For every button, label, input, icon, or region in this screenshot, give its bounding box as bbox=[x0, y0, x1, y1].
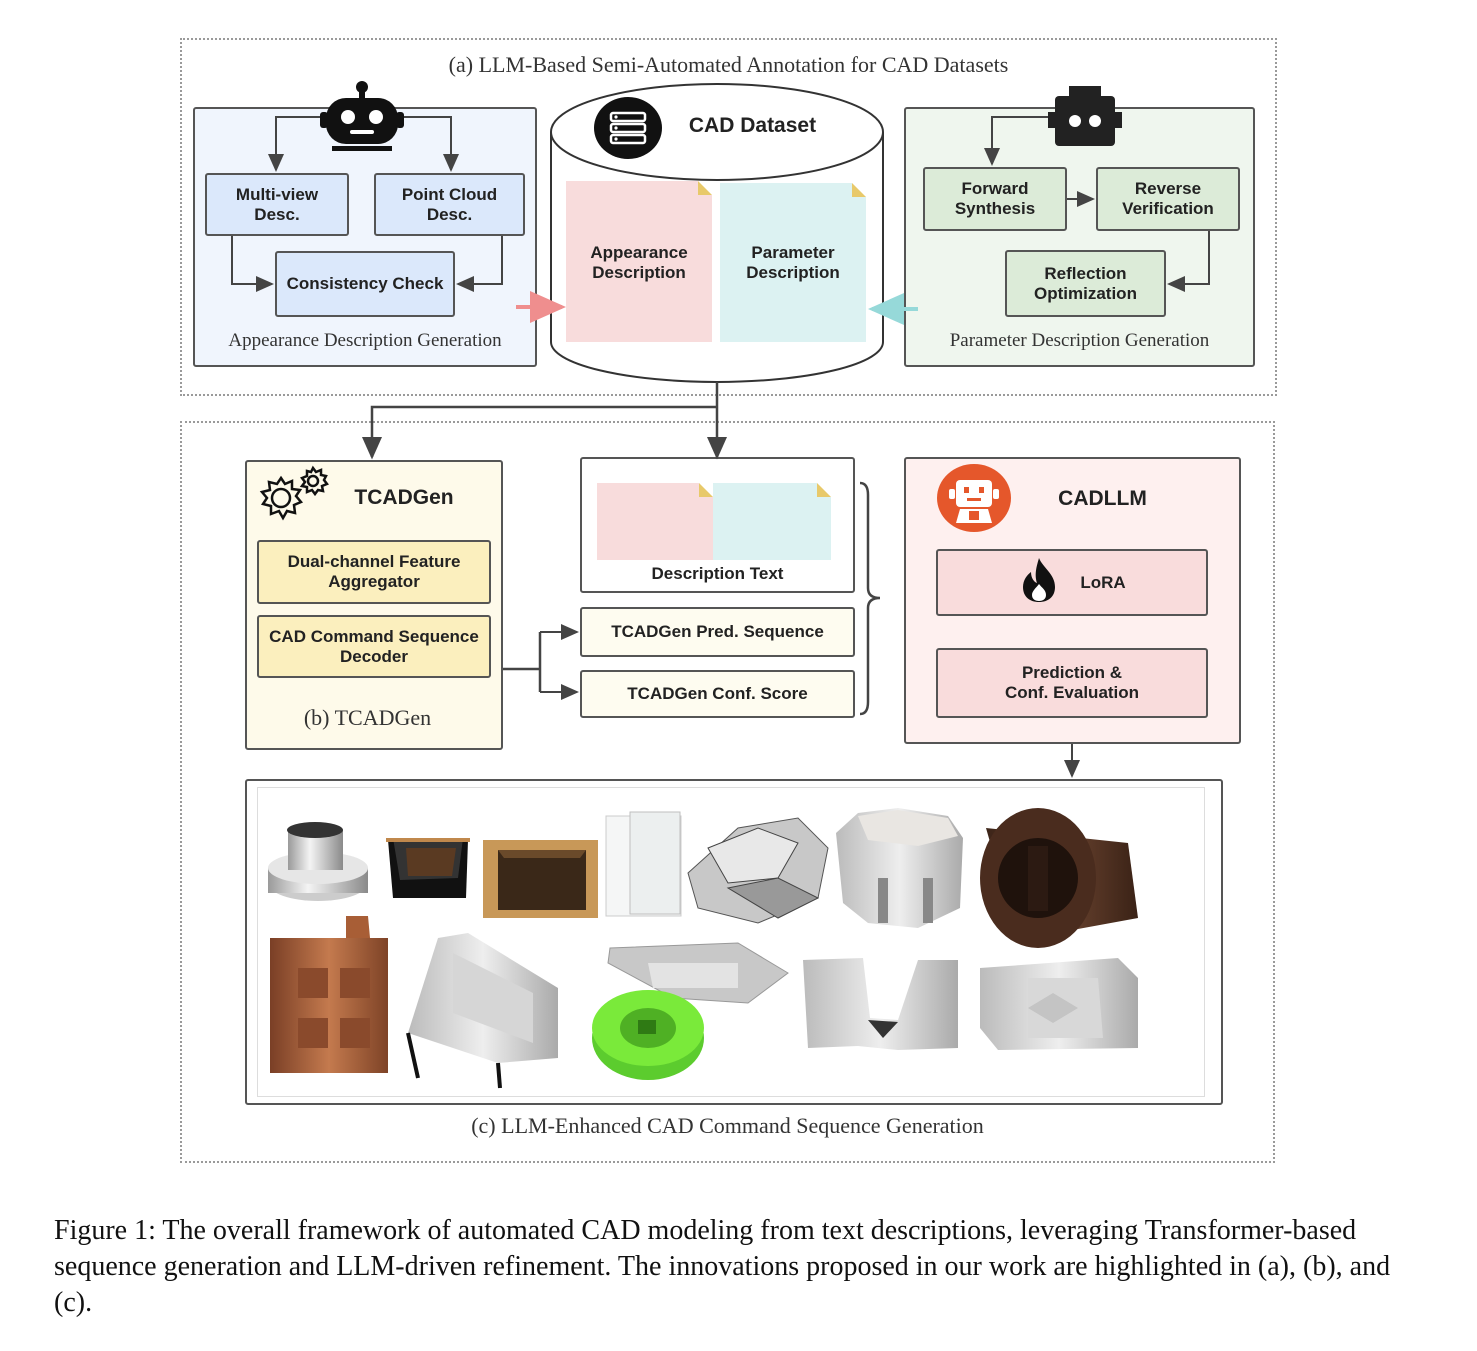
lora-label: LoRA bbox=[1080, 573, 1126, 592]
cad-model-black-box bbox=[386, 838, 470, 898]
cad-model-brown-drum bbox=[980, 808, 1138, 948]
cad-model-u-bracket bbox=[803, 958, 958, 1050]
forward-synthesis-box: Forward Synthesis bbox=[923, 167, 1067, 231]
panel-a-region bbox=[180, 38, 1277, 396]
cad-model-glass-bracket bbox=[605, 811, 682, 917]
gears-icon bbox=[255, 465, 331, 521]
cad-model-flat-plate bbox=[980, 958, 1138, 1050]
cad-model-cylinder-flange bbox=[268, 822, 368, 901]
cadllm-logo-icon bbox=[936, 463, 1012, 533]
parameter-document-label: Parameter Description bbox=[746, 243, 840, 282]
tcadgen-panel bbox=[245, 460, 503, 750]
doc-corner-fold bbox=[817, 483, 831, 497]
cad-model-green-part bbox=[592, 990, 704, 1080]
results-inner-frame bbox=[257, 787, 1205, 1097]
dual-channel-aggregator-box: Dual-channel Feature Aggregator bbox=[257, 540, 491, 604]
pointcloud-desc-box: Point Cloud Desc. bbox=[374, 173, 525, 236]
robot-icon bbox=[318, 80, 406, 152]
parameter-panel-caption: Parameter Description Generation bbox=[949, 330, 1210, 351]
cad-model-notched-cylinder bbox=[836, 808, 963, 928]
appearance-document-label: Appearance Description bbox=[590, 243, 688, 282]
pred-sequence-box: TCADGen Pred. Sequence bbox=[580, 607, 855, 657]
appearance-document bbox=[566, 181, 712, 342]
doc-corner-fold bbox=[698, 181, 712, 195]
doc-corner-fold bbox=[852, 183, 866, 197]
cad-model-terracotta-block bbox=[270, 916, 388, 1073]
description-cyan-doc bbox=[713, 483, 831, 560]
cad-model-metal-tray bbox=[406, 933, 558, 1089]
parameter-document bbox=[720, 183, 866, 342]
panel-c-caption: (c) LLM-Enhanced CAD Command Sequence Ge… bbox=[471, 1113, 984, 1138]
multiview-desc-box: Multi-view Desc. bbox=[205, 173, 349, 236]
reflection-optimization-box: Reflection Optimization bbox=[1005, 250, 1166, 317]
figure-caption: Figure 1: The overall framework of autom… bbox=[54, 1215, 1391, 1318]
conf-score-box: TCADGen Conf. Score bbox=[580, 670, 855, 718]
lora-box bbox=[936, 549, 1208, 616]
description-text-label: Description Text bbox=[651, 564, 784, 583]
doc-corner-fold bbox=[699, 483, 713, 497]
bot-head-icon bbox=[1047, 84, 1123, 148]
flame-icon bbox=[1015, 556, 1063, 604]
cad-model-gallery bbox=[258, 788, 1204, 1096]
tcadgen-panel-caption: (b) TCADGen bbox=[303, 705, 432, 730]
consistency-check-box: Consistency Check bbox=[275, 251, 455, 317]
cad-model-angled-bracket bbox=[607, 942, 789, 1004]
database-icon bbox=[594, 97, 662, 159]
panel-a-title: (a) LLM-Based Semi-Automated Annotation … bbox=[448, 52, 1009, 77]
description-pink-doc bbox=[597, 483, 713, 560]
command-sequence-decoder-box: CAD Command Sequence Decoder bbox=[257, 615, 491, 678]
tcadgen-title: TCADGen bbox=[354, 486, 454, 509]
cad-model-wood-frame bbox=[483, 840, 598, 918]
cad-model-hex-cluster bbox=[687, 817, 829, 924]
cadllm-title: CADLLM bbox=[1058, 487, 1147, 510]
reverse-verification-box: Reverse Verification bbox=[1096, 167, 1240, 231]
cad-dataset-title: CAD Dataset bbox=[688, 114, 817, 137]
prediction-evaluation-box: Prediction & Conf. Evaluation bbox=[936, 648, 1208, 718]
appearance-panel-caption: Appearance Description Generation bbox=[228, 330, 502, 351]
panel-c-region bbox=[180, 421, 1275, 1163]
